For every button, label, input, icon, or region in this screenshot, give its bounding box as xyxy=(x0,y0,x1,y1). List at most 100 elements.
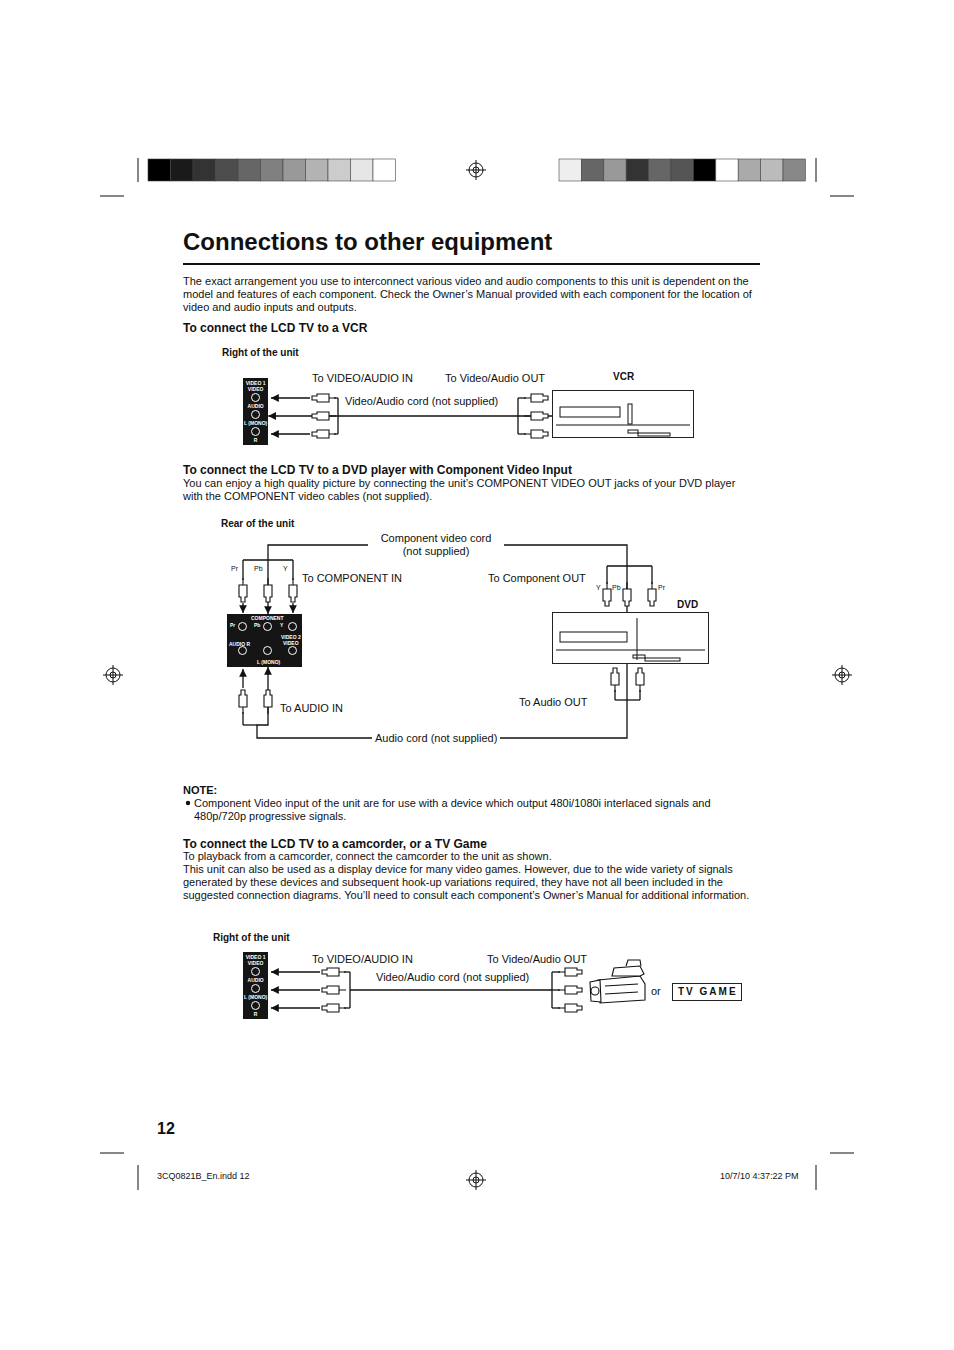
section-paragraph: This unit can also be used as a display … xyxy=(183,863,751,902)
cable-label: Video/Audio cord (not supplied) xyxy=(376,971,529,984)
jack xyxy=(263,646,272,655)
jack xyxy=(251,427,260,436)
equipment-box: DVD xyxy=(552,612,709,664)
section-paragraph: To playback from a camcorder, connect th… xyxy=(183,850,763,863)
panel-text: VIDEO 1 xyxy=(246,954,266,960)
rca-plug xyxy=(289,578,297,602)
rca-plug xyxy=(312,394,336,402)
rca-plug xyxy=(524,430,548,438)
jack-panel: Rear of the unitCOMPONENTPrPbYAUDIO RL (… xyxy=(227,614,302,667)
jack-label: To COMPONENT IN xyxy=(302,572,402,585)
jack-label: To VIDEO/AUDIO IN xyxy=(312,953,413,966)
rca-plug xyxy=(524,412,548,420)
bullet-dot xyxy=(186,801,190,805)
jack-label: To VIDEO/AUDIO IN xyxy=(312,372,413,385)
rca-plug xyxy=(558,1004,582,1012)
panel-text: L (MONO) xyxy=(244,420,267,426)
signal-name: Y xyxy=(283,565,288,573)
camcorder-cables xyxy=(271,972,560,1008)
rca-plug xyxy=(524,394,548,402)
panel-heading: Rear of the unit xyxy=(221,518,294,530)
panel-text: VIDEO xyxy=(283,640,299,646)
section-heading: To connect the LCD TV to a DVD player wi… xyxy=(183,463,572,477)
panel-text: AUDIO xyxy=(248,977,264,983)
rca-plug xyxy=(611,668,619,692)
jack xyxy=(288,622,297,631)
signal-name: Pr xyxy=(231,565,238,573)
rca-plug xyxy=(623,582,631,606)
panel-text: R xyxy=(254,1011,258,1017)
crop-marks xyxy=(100,158,854,1190)
jack-label: To Video/Audio OUT xyxy=(445,372,545,385)
panel-text: R xyxy=(254,437,258,443)
footer-text: 10/7/10 4:37:22 PM xyxy=(720,1171,799,1182)
jack xyxy=(263,622,272,631)
cable-connector xyxy=(257,664,627,738)
rca-plug xyxy=(322,986,346,994)
jack-label: To AUDIO IN xyxy=(280,702,343,715)
cable-label: Component video cord (not supplied) xyxy=(368,531,504,559)
section-heading: To connect the LCD TV to a VCR xyxy=(183,321,367,335)
dvd-details xyxy=(556,618,705,661)
panel-text: AUDIO R xyxy=(229,641,250,647)
jack-label: To Component OUT xyxy=(488,572,586,585)
jack-panel: Right of the unitVIDEO 1VIDEOAUDIOL (MON… xyxy=(243,378,268,445)
footer-text: 3CQ0821B_En.indd 12 xyxy=(157,1171,250,1182)
note-heading: NOTE: xyxy=(183,784,217,797)
jack-panel: Right of the unitVIDEO 1VIDEOAUDIOL (MON… xyxy=(243,952,268,1019)
jack-label: To Audio OUT xyxy=(519,696,587,709)
panel-text: VIDEO 1 xyxy=(246,380,266,386)
color-bars xyxy=(148,159,805,181)
cable-label: Audio cord (not supplied) xyxy=(372,731,500,746)
equipment-box: VCR xyxy=(552,390,694,438)
component-cables xyxy=(243,560,652,725)
panel-text: L (MONO) xyxy=(257,659,280,665)
jack xyxy=(251,410,260,419)
panel-text: Y xyxy=(280,622,283,628)
jack-label: To Video/Audio OUT xyxy=(487,953,587,966)
panel-text: AUDIO xyxy=(248,403,264,409)
jack xyxy=(238,622,247,631)
intro-paragraph: The exact arrangement you use to interco… xyxy=(183,275,761,314)
title-rule xyxy=(183,263,760,265)
rca-plug xyxy=(636,668,644,692)
page-title: Connections to other equipment xyxy=(183,228,552,256)
rca-plug xyxy=(312,412,336,420)
or-label: or xyxy=(651,985,661,998)
vcr-details xyxy=(556,404,690,436)
cable-connector xyxy=(268,415,552,416)
panel-text: COMPONENT xyxy=(251,615,284,621)
panel-text: VIDEO xyxy=(248,386,264,392)
rca-plug xyxy=(264,578,272,602)
rca-plug xyxy=(264,690,272,714)
section-heading: To connect the LCD TV to a camcorder, or… xyxy=(183,837,487,851)
rca-plug xyxy=(603,582,611,606)
jack xyxy=(238,646,247,655)
panel-heading: DVD xyxy=(677,599,698,611)
jack xyxy=(288,646,297,655)
note-text: Component Video input of the unit are fo… xyxy=(194,797,760,823)
panel-text: Pr xyxy=(230,622,235,628)
cable-label: Video/Audio cord (not supplied) xyxy=(345,395,498,408)
panel-text: VIDEO xyxy=(248,960,264,966)
panel-heading: Right of the unit xyxy=(222,347,299,359)
signal-name: Pb xyxy=(612,584,621,592)
signal-name: Y xyxy=(596,584,601,592)
section-paragraph: You can enjoy a high quality picture by … xyxy=(183,477,748,503)
signal-name: Pb xyxy=(254,565,263,573)
page-number: 12 xyxy=(157,1120,175,1138)
rca-plug xyxy=(322,968,346,976)
rca-plug xyxy=(648,582,656,606)
jack xyxy=(251,393,260,402)
panel-text: Pb xyxy=(254,622,260,628)
rca-plug xyxy=(312,430,336,438)
registration-marks xyxy=(103,160,852,1190)
panel-text: VIDEO 2 xyxy=(281,634,301,640)
signal-name: Pr xyxy=(658,584,665,592)
device-label: TV GAME xyxy=(678,986,738,998)
camcorder-figure xyxy=(590,960,645,1003)
panel-text: L (MONO) xyxy=(244,994,267,1000)
panel-heading: VCR xyxy=(613,371,634,383)
